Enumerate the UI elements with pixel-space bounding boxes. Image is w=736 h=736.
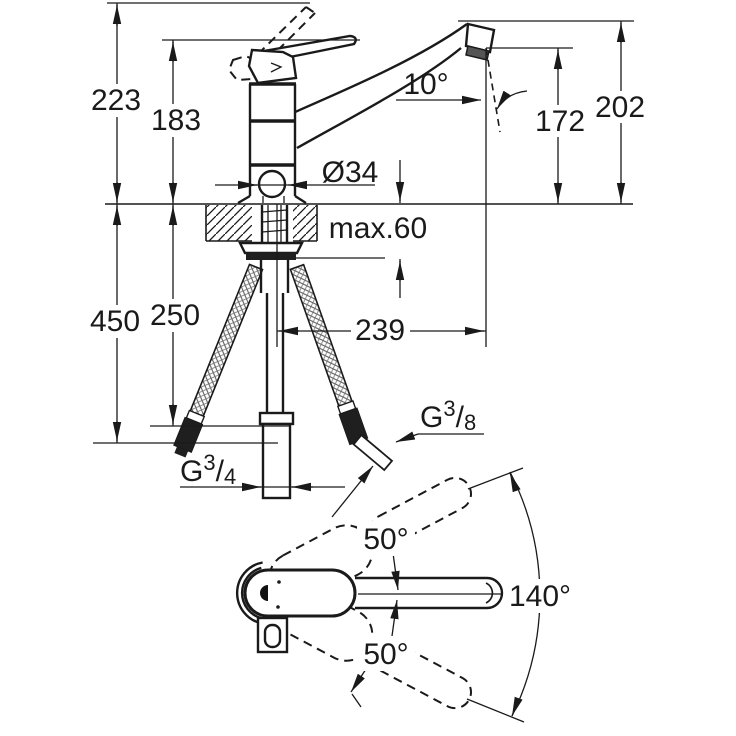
handle-top-view	[243, 568, 357, 618]
spout-tip-inner	[485, 582, 494, 604]
faucet-top-view	[236, 476, 504, 710]
dim-height-total: 223	[91, 84, 141, 117]
dim-spout-top-height: 202	[595, 91, 645, 124]
dim-swivel-total: 140°	[509, 580, 571, 613]
flex-hose-right	[289, 263, 394, 472]
lever-pivot-mark	[270, 62, 283, 73]
dim-outlet-angle: 10°	[403, 68, 448, 101]
mounting-shank	[260, 205, 289, 243]
dim-outlet-height: 172	[535, 105, 585, 138]
countertop-deck	[105, 203, 633, 242]
supply-tube	[258, 260, 295, 500]
handle-end-mark	[260, 585, 268, 601]
mounting-nut	[246, 253, 296, 260]
dimension-labels: 223 183 202 172 10° Ø34 max.60 450 250 2…	[90, 68, 645, 671]
dim-swivel-lower: 50°	[363, 638, 408, 671]
dim-thread-hose: G3/8	[420, 396, 476, 435]
installation-section	[105, 203, 633, 500]
dim-hose-depth: 450	[90, 305, 140, 338]
outlet-axis-tilted	[485, 47, 501, 133]
base-diameter-circle	[257, 169, 287, 199]
dim-shank-depth: 250	[150, 299, 200, 332]
dim-deck-thickness: max.60	[329, 212, 427, 245]
faucet-body	[237, 82, 307, 205]
spout-aerator	[465, 45, 490, 61]
label-masks	[87, 84, 649, 671]
lever-pivot	[247, 48, 298, 85]
spout-bottom-edge	[296, 47, 462, 150]
flex-hose-left	[173, 263, 264, 458]
mounting-washer	[238, 241, 304, 255]
dim-thread-center: G3/4	[180, 450, 236, 489]
body-inner-arc	[240, 566, 262, 620]
dim-swivel-upper: 50°	[363, 523, 408, 556]
body-outer-arc	[236, 561, 263, 625]
spout-tip-outer	[486, 576, 504, 610]
lever-end-slot	[263, 623, 282, 649]
dim-height-lever: 183	[151, 104, 201, 137]
dim-spout-reach: 239	[355, 314, 405, 347]
lever-raised-dashed	[227, 6, 316, 82]
spout-nozzle	[464, 22, 496, 54]
spout-top-edge	[294, 23, 468, 114]
hose-nipple-g38	[352, 433, 394, 472]
faucet-side-view	[227, 6, 496, 205]
g34-collar	[258, 411, 295, 426]
g34-cylinder	[261, 422, 292, 500]
dim-base-diameter: Ø34	[322, 156, 379, 189]
